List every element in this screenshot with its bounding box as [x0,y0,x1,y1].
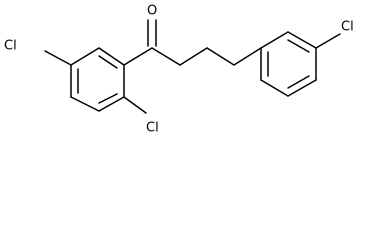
cl-bond-left [44,50,72,66]
chlorine-left-label: Cl [4,39,17,54]
cl-bond-right [315,33,341,49]
chlorophenyl-ring [260,31,317,97]
ring1-bond [70,47,100,66]
cl-bond-bottom [123,96,147,114]
ring1-double-bond [98,55,118,69]
oxygen-label: O [147,4,157,19]
chlorine-right-label: Cl [341,20,354,35]
ring1-bond [98,47,125,66]
chain-to-ring-bond [233,47,262,66]
ring2-bond [260,31,289,49]
chain-bond [179,47,208,66]
molecule-structure: Cl Cl O Cl [4,4,354,136]
structure-canvas: Cl Cl O Cl [4,4,354,136]
chlorine-bottom-label: Cl [146,121,159,136]
ring2-bond [260,79,289,97]
ring1-double-bond [98,93,118,104]
ring2-bond [287,31,317,49]
ring2-bond [287,79,317,97]
dichlorophenyl-ring [70,47,125,112]
ring1-bond [70,96,100,112]
chain-bond [206,47,235,66]
chain-bond [151,47,181,66]
ring2-double-bond [287,75,310,89]
ring2-double-bond [287,39,310,53]
ring-to-carbonyl-bond [123,47,153,66]
ring1-bond [98,96,125,112]
